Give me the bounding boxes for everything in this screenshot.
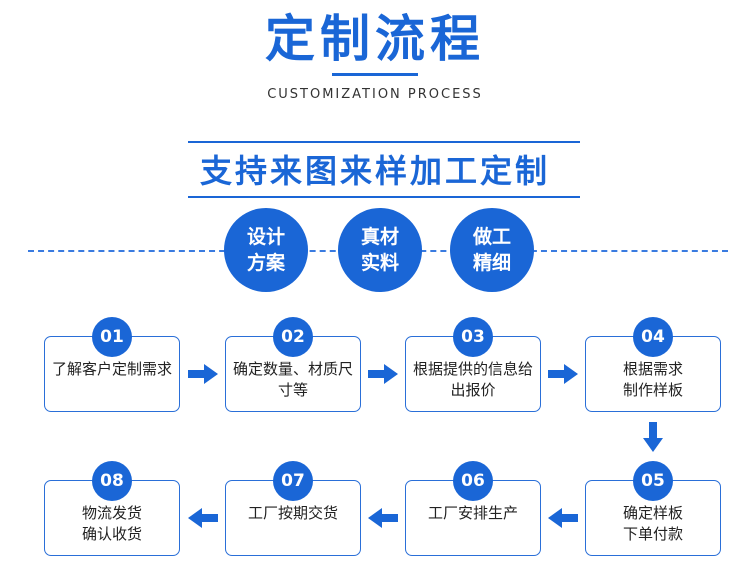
step-03: 03 根据提供的信息给出报价	[405, 317, 541, 412]
step-number: 05	[633, 461, 673, 501]
arrow-right-icon	[548, 364, 578, 384]
step-number: 01	[92, 317, 132, 357]
arrow-right-icon	[188, 364, 218, 384]
arrow-left-icon	[548, 508, 578, 528]
feature-label: 真材实料	[360, 226, 399, 274]
feature-circle-material: 真材实料	[338, 208, 422, 292]
banner-bottom-line	[188, 196, 580, 198]
step-number: 02	[273, 317, 313, 357]
title-underline	[332, 73, 418, 76]
step-number: 07	[273, 461, 313, 501]
step-number: 03	[453, 317, 493, 357]
banner-text: 支持来图来样加工定制	[199, 152, 550, 190]
step-number: 06	[453, 461, 493, 501]
arrow-left-icon	[368, 508, 398, 528]
step-text: 确定样板下单付款	[622, 504, 683, 543]
step-02: 02 确定数量、材质尺寸等	[225, 317, 361, 412]
step-05: 05 确定样板下单付款	[585, 461, 721, 556]
step-text: 工厂安排生产	[427, 504, 518, 522]
step-text: 根据需求制作样板	[622, 360, 683, 399]
step-08: 08 物流发货确认收货	[44, 461, 180, 556]
step-04: 04 根据需求制作样板	[585, 317, 721, 412]
feature-circle-craft: 做工精细	[450, 208, 534, 292]
arrow-left-icon	[188, 508, 218, 528]
step-text: 了解客户定制需求	[51, 360, 172, 378]
page-subtitle: CUSTOMIZATION PROCESS	[267, 87, 483, 102]
step-06: 06 工厂安排生产	[405, 461, 541, 556]
step-text: 确定数量、材质尺寸等	[232, 360, 353, 399]
feature-circle-design: 设计方案	[224, 208, 308, 292]
step-07: 07 工厂按期交货	[225, 461, 361, 556]
step-number: 08	[92, 461, 132, 501]
feature-label: 设计方案	[246, 226, 285, 274]
page-title: 定制流程	[265, 10, 485, 68]
step-number: 04	[633, 317, 673, 357]
arrow-right-icon	[368, 364, 398, 384]
step-text: 根据提供的信息给出报价	[412, 360, 533, 399]
arrow-down-icon	[643, 422, 663, 452]
step-text: 物流发货确认收货	[81, 504, 142, 543]
step-01: 01 了解客户定制需求	[44, 317, 180, 412]
banner-top-line	[188, 141, 580, 143]
step-text: 工厂按期交货	[247, 504, 338, 522]
feature-label: 做工精细	[472, 226, 511, 274]
